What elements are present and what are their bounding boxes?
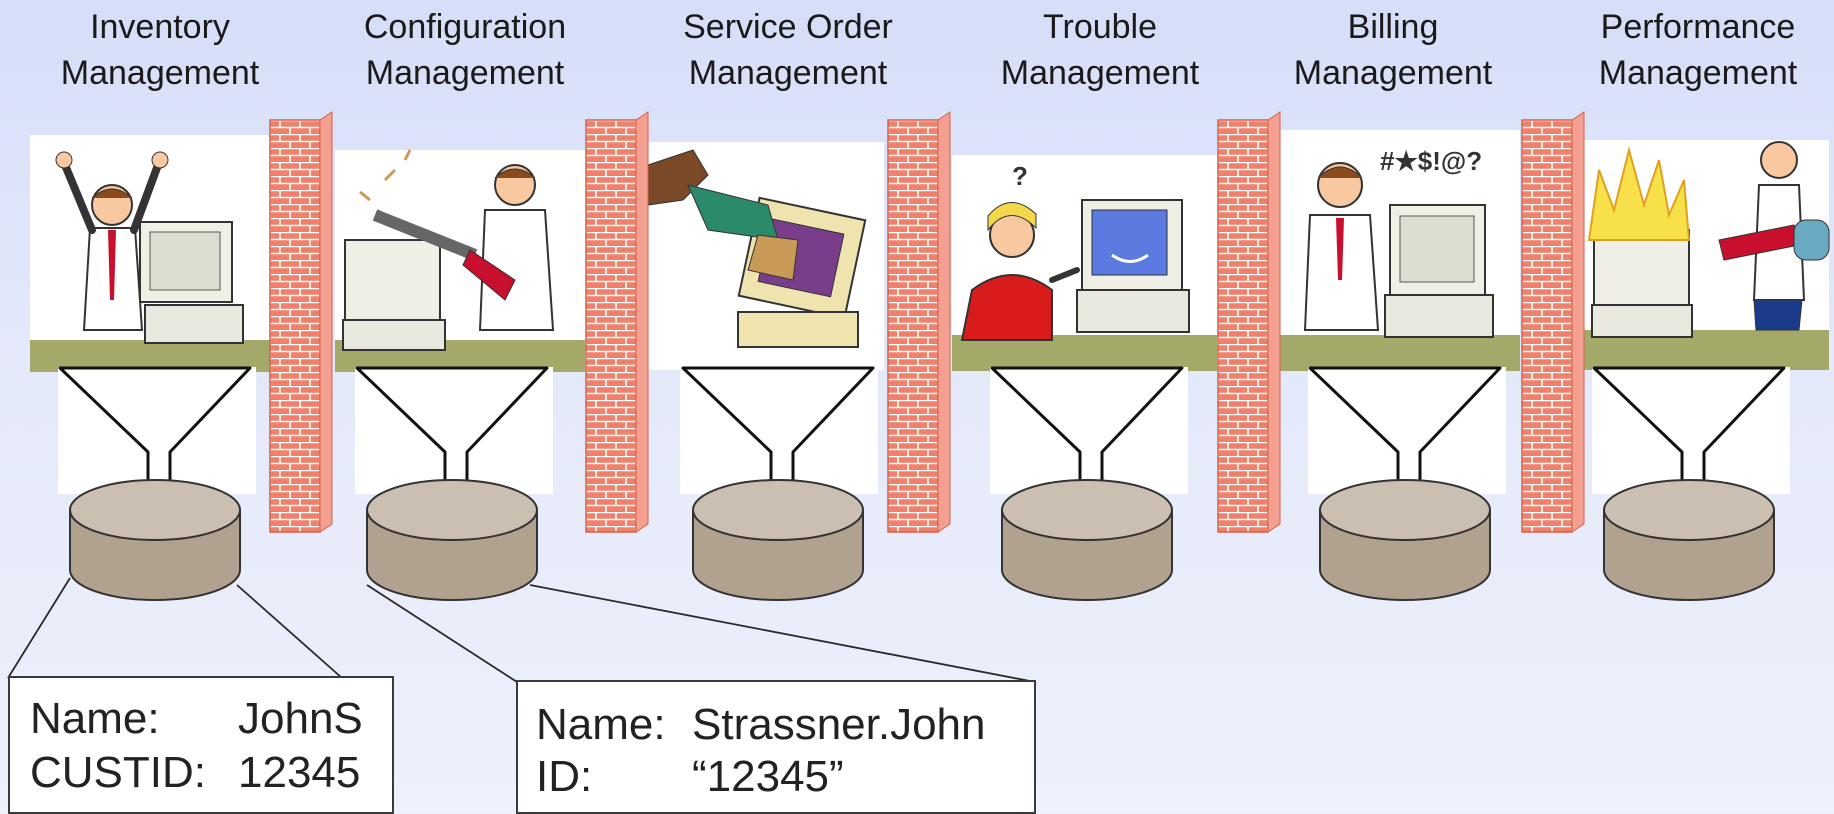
title-line-2: Management bbox=[688, 54, 888, 92]
database-icon bbox=[1603, 479, 1775, 601]
name-label: Name: bbox=[30, 694, 160, 743]
title-line-1: Billing bbox=[1347, 8, 1439, 46]
column-title-service-order: Service Order Management bbox=[648, 4, 928, 96]
column-title-inventory: Inventory Management bbox=[20, 4, 300, 96]
column-title-performance: Performance Management bbox=[1558, 4, 1834, 96]
column-title-trouble: Trouble Management bbox=[960, 4, 1240, 96]
title-line-1: Inventory bbox=[90, 8, 230, 46]
svg-text:?: ? bbox=[1012, 161, 1028, 191]
title-line-1: Configuration bbox=[363, 8, 567, 46]
column-inventory bbox=[30, 135, 270, 601]
callout-line bbox=[366, 584, 518, 683]
column-billing: #★$!@? bbox=[1280, 130, 1520, 601]
firewall-icon bbox=[269, 111, 333, 533]
id-label: ID: bbox=[536, 752, 593, 801]
database-icon bbox=[69, 479, 241, 601]
funnel-icon bbox=[990, 366, 1188, 494]
title-line-1: Service Order bbox=[683, 8, 893, 46]
column-service-order bbox=[647, 142, 884, 601]
firewall-icon bbox=[585, 111, 649, 533]
database-icon bbox=[366, 479, 538, 601]
title-line-1: Trouble bbox=[1042, 8, 1158, 46]
id-value: 12345 bbox=[238, 748, 361, 797]
man-extinguishing-burning-computer-icon bbox=[1584, 140, 1830, 370]
celebrating-man-with-computer-icon bbox=[30, 135, 270, 372]
man-cursing-at-computer-icon: #★$!@? bbox=[1280, 130, 1520, 371]
foot-kicking-monitor-icon bbox=[647, 142, 884, 370]
callout-lines bbox=[7, 577, 1036, 683]
callout-line bbox=[529, 584, 1036, 683]
name-value: JohnS bbox=[238, 694, 363, 743]
title-line-2: Management bbox=[1598, 54, 1798, 92]
column-configuration bbox=[335, 149, 585, 601]
name-value: Strassner.John bbox=[692, 700, 986, 749]
column-trouble: ? bbox=[952, 155, 1217, 601]
firewall-icon bbox=[887, 111, 951, 533]
name-label: Name: bbox=[536, 700, 666, 749]
funnel-icon bbox=[58, 366, 256, 494]
customer-record-left: Name: JohnS CUSTID: 12345 bbox=[8, 676, 394, 814]
firewall-icon bbox=[1521, 111, 1585, 533]
title-line-2: Management bbox=[365, 54, 565, 92]
funnel-icon bbox=[355, 366, 553, 494]
funnel-icon bbox=[1592, 366, 1790, 494]
callout-line bbox=[7, 577, 71, 679]
database-icon bbox=[1319, 479, 1491, 601]
id-value: “12345” bbox=[692, 752, 844, 801]
column-title-billing: Billing Management bbox=[1253, 4, 1533, 96]
column-performance bbox=[1584, 140, 1830, 601]
svg-text:#★$!@?: #★$!@? bbox=[1380, 146, 1482, 176]
man-sawing-computer-icon bbox=[335, 149, 585, 372]
database-icon bbox=[1001, 479, 1173, 601]
database-icon bbox=[692, 479, 864, 601]
id-label: CUSTID: bbox=[30, 748, 206, 797]
column-title-configuration: Configuration Management bbox=[325, 4, 605, 96]
firewalls bbox=[269, 111, 1585, 533]
woman-scolding-computer-icon: ? bbox=[952, 155, 1217, 371]
customer-record-right: Name: Strassner.John ID: “12345” bbox=[516, 680, 1036, 814]
title-line-1: Performance bbox=[1600, 8, 1796, 46]
title-line-2: Management bbox=[1293, 54, 1493, 92]
title-line-2: Management bbox=[60, 54, 260, 92]
callout-line bbox=[236, 584, 343, 679]
funnel-icon bbox=[680, 366, 878, 494]
funnel-icon bbox=[1308, 366, 1506, 494]
firewall-icon bbox=[1217, 111, 1281, 533]
title-line-2: Management bbox=[1000, 54, 1200, 92]
